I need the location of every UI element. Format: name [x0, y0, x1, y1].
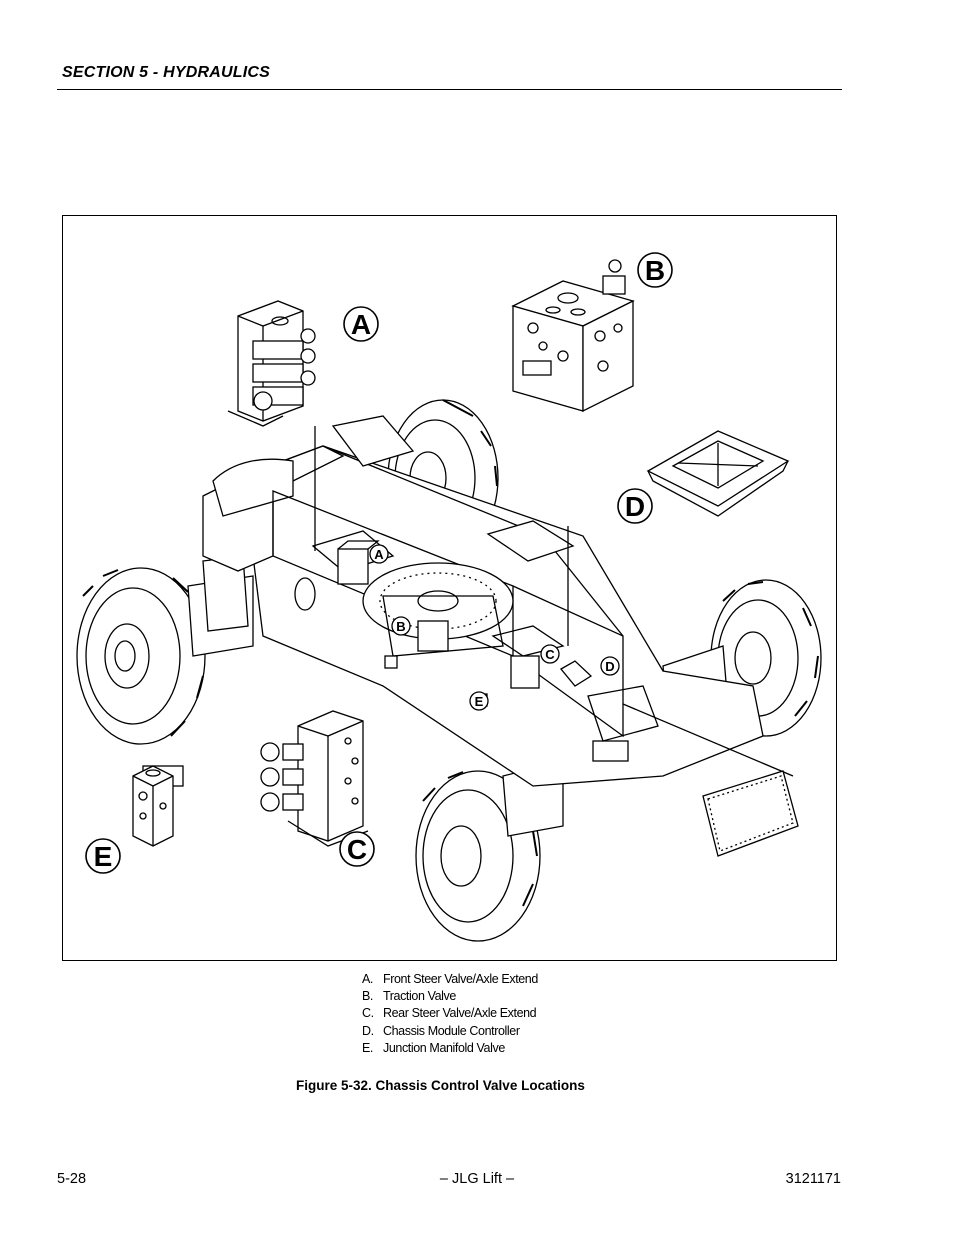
callout-d-label: D	[625, 491, 645, 522]
callout-d-small-label: D	[605, 659, 614, 674]
legend-item: E.Junction Manifold Valve	[362, 1040, 505, 1055]
figure-legend: A.Front Steer Valve/Axle Extend B.Tracti…	[362, 971, 538, 1057]
detail-d-controller	[646, 430, 790, 517]
callout-d-small	[600, 656, 620, 676]
callout-e-large	[85, 838, 121, 874]
callout-a-large	[343, 306, 379, 342]
chassis-illustration: A B D C E A B C D E	[76, 252, 822, 942]
callout-e-small	[469, 691, 489, 711]
header-rule	[57, 89, 842, 90]
callout-c-large	[339, 831, 375, 867]
callout-d-large	[617, 488, 653, 524]
footer-brand: – JLG Lift –	[439, 1171, 515, 1187]
legend-item: D.Chassis Module Controller	[362, 1023, 520, 1038]
callout-b-label: B	[645, 255, 665, 286]
legend-item: B.Traction Valve	[362, 989, 456, 1004]
figure-caption: Figure 5-32. Chassis Control Valve Locat…	[296, 1078, 585, 1093]
callout-c-label: C	[347, 834, 367, 865]
callout-b-large	[637, 252, 673, 288]
callout-e-small-label: E	[475, 694, 484, 709]
callout-c-small	[540, 644, 560, 664]
figure-frame: A B D C E A B C D E	[62, 215, 837, 961]
detail-a-valve	[227, 300, 316, 427]
detail-b-valve	[511, 259, 635, 413]
callout-a-small	[369, 544, 389, 564]
legend-item: C.Rear Steer Valve/Axle Extend	[362, 1006, 537, 1021]
detail-e-manifold	[132, 765, 174, 847]
wheel-front-left	[76, 567, 206, 745]
document-number: 3121171	[785, 1171, 841, 1187]
section-title: SECTION 5 - HYDRAULICS	[62, 64, 270, 81]
callout-b-small-label: B	[396, 619, 405, 634]
callout-b-small	[391, 616, 411, 636]
callout-a-label: A	[351, 309, 371, 340]
callout-e-label: E	[94, 841, 113, 872]
callout-c-small-label: C	[545, 647, 555, 662]
page-number: 5-28	[57, 1171, 87, 1187]
callout-a-small-label: A	[374, 547, 384, 562]
detail-c-valve	[260, 710, 369, 847]
legend-item: A.Front Steer Valve/Axle Extend	[362, 972, 538, 986]
